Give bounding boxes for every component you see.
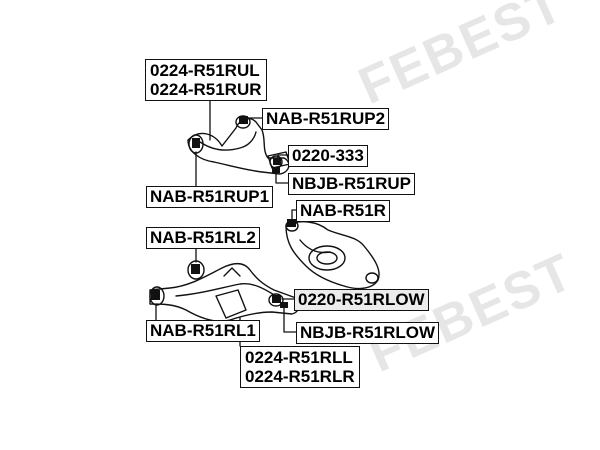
label-0224-r51rul-r51rur: 0224-R51RUL 0224-R51RUR xyxy=(145,59,267,101)
label-nab-r51rl1: NAB-R51RL1 xyxy=(146,320,260,342)
label-0220-r51rlow: 0220-R51RLOW xyxy=(294,289,429,311)
label-nab-r51rup1: NAB-R51RUP1 xyxy=(146,186,274,208)
label-nab-r51rl2: NAB-R51RL2 xyxy=(146,227,260,249)
knuckle-drawing xyxy=(285,220,380,290)
label-line-0224-r51rur: 0224-R51RUR xyxy=(150,80,262,99)
label-nbjb-r51rlow: NBJB-R51RLOW xyxy=(296,322,440,344)
label-line-0224-r51rul: 0224-R51RUL xyxy=(150,61,260,80)
leader-lines xyxy=(155,100,297,347)
part-markers xyxy=(151,116,296,308)
lower-control-arm-drawing xyxy=(149,260,301,322)
label-nab-r51rup2: NAB-R51RUP2 xyxy=(262,108,390,130)
label-nbjb-r51rup: NBJB-R51RUP xyxy=(288,173,416,195)
label-nab-r51r: NAB-R51R xyxy=(296,200,390,222)
upper-control-arm-drawing xyxy=(187,115,291,175)
label-line-0224-r51rlr: 0224-R51RLR xyxy=(245,367,355,386)
label-0220-333: 0220-333 xyxy=(288,145,368,167)
label-0224-r51rll-r51rlr: 0224-R51RLL 0224-R51RLR xyxy=(240,346,360,388)
label-line-0224-r51rll: 0224-R51RLL xyxy=(245,348,353,367)
